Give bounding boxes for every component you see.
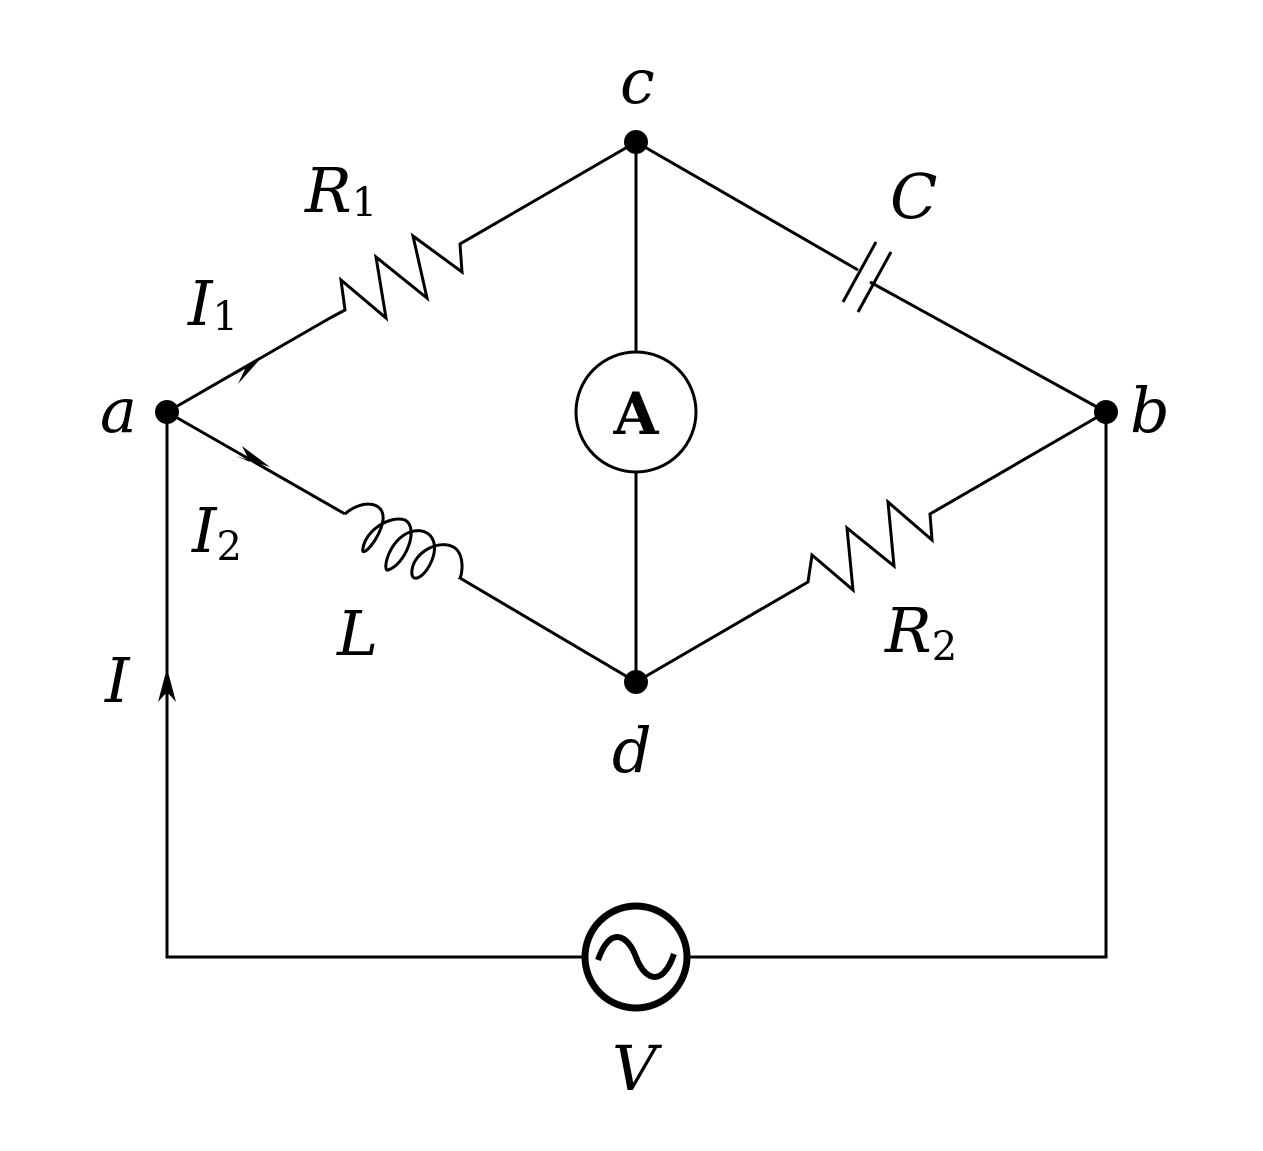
sine-wave-icon xyxy=(595,934,677,980)
node-c-dot xyxy=(624,130,648,154)
nodes xyxy=(155,130,1118,694)
ammeter-label: A xyxy=(612,380,659,448)
arrow-i-icon xyxy=(158,668,176,702)
wire-a-source xyxy=(165,412,584,959)
arrow-i1-icon xyxy=(234,357,262,384)
ammeter: A xyxy=(574,350,698,474)
wire-source-b xyxy=(688,412,1108,959)
r1-label: R1 xyxy=(304,154,377,227)
wire-a-r1 xyxy=(166,316,331,414)
r2-label: R2 xyxy=(884,594,957,670)
resistor-r2 xyxy=(635,410,1107,684)
wire-capacitor-b xyxy=(869,280,1107,414)
current-i2-label: I2 xyxy=(191,494,242,570)
node-b-dot xyxy=(1094,400,1118,424)
capacitor-c xyxy=(841,241,893,313)
node-c-label: c xyxy=(620,45,655,118)
capacitor-label: C xyxy=(890,160,937,233)
current-i-label: I xyxy=(104,644,131,717)
inductor-l xyxy=(343,502,637,684)
arrow-i2-icon xyxy=(236,446,270,467)
resistor-r1 xyxy=(329,140,637,322)
ac-source xyxy=(581,902,691,1012)
inductor-label: L xyxy=(336,597,378,670)
wires xyxy=(165,140,1108,959)
node-d-dot xyxy=(624,670,648,694)
current-i1-label: I1 xyxy=(187,267,238,340)
source-label: V xyxy=(612,1032,663,1105)
node-a-dot xyxy=(155,400,179,424)
wire-c-capacitor xyxy=(635,140,859,272)
wire-a-inductor xyxy=(166,410,346,516)
node-a-label: a xyxy=(100,374,137,447)
node-d-label: d xyxy=(612,714,652,787)
node-b-label: b xyxy=(1130,374,1170,447)
